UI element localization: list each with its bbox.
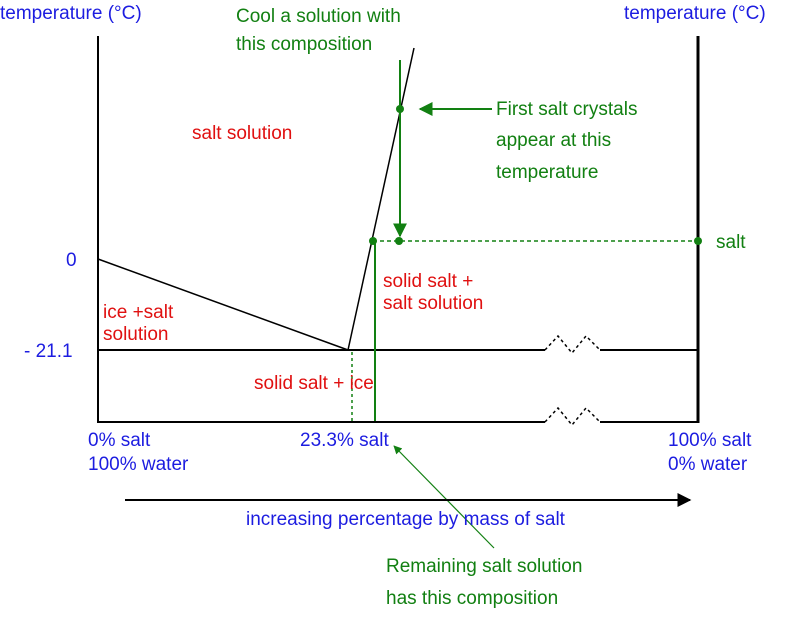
remaining-solution-line2: has this composition [386,588,558,609]
zero-point-salt [694,237,702,245]
remaining-solution-line1: Remaining salt solution [386,556,582,577]
arrow-caption: increasing percentage by mass of salt [246,509,566,530]
region-salt: salt [716,232,746,253]
remaining-solution-arrow [393,445,495,549]
region-solid-salt-ice: solid salt + ice [254,373,374,394]
eutectic-line-break [544,334,601,355]
cool-annotation-line1: Cool a solution with [236,6,401,27]
region-ice-salt-line2: solution [103,324,169,345]
region-solid-salt-solution-line1: solid salt + [383,271,473,292]
right-axis-title: temperature (°C) [624,3,766,24]
salt-solubility-curve [347,47,415,351]
x-eutectic-label: 23.3% salt [300,430,389,451]
bottom-axis-break [544,406,601,427]
tick-eutectic-label: - 21.1 [24,341,73,362]
x-right-label-line1: 100% salt [668,430,752,451]
zero-point-solution [369,237,377,245]
region-salt-solution: salt solution [192,123,292,144]
ice-freezing-curve [97,258,349,351]
left-axis-title: temperature (°C) [0,3,142,24]
region-solid-salt-solution-line2: salt solution [383,293,483,314]
x-right-label-line2: 0% water [668,454,748,475]
first-crystals-point [396,105,404,113]
cool-annotation-line2: this composition [236,34,372,55]
zero-point-cooling [395,237,403,245]
first-crystals-line2: appear at this [496,130,611,151]
first-crystals-line3: temperature [496,162,598,183]
x-left-label-line2: 100% water [88,454,189,475]
tick-zero-label: 0 [66,250,77,271]
first-crystals-line1: First salt crystals [496,99,637,120]
region-ice-salt-line1: ice +salt [103,302,174,323]
x-left-label-line1: 0% salt [88,430,151,451]
